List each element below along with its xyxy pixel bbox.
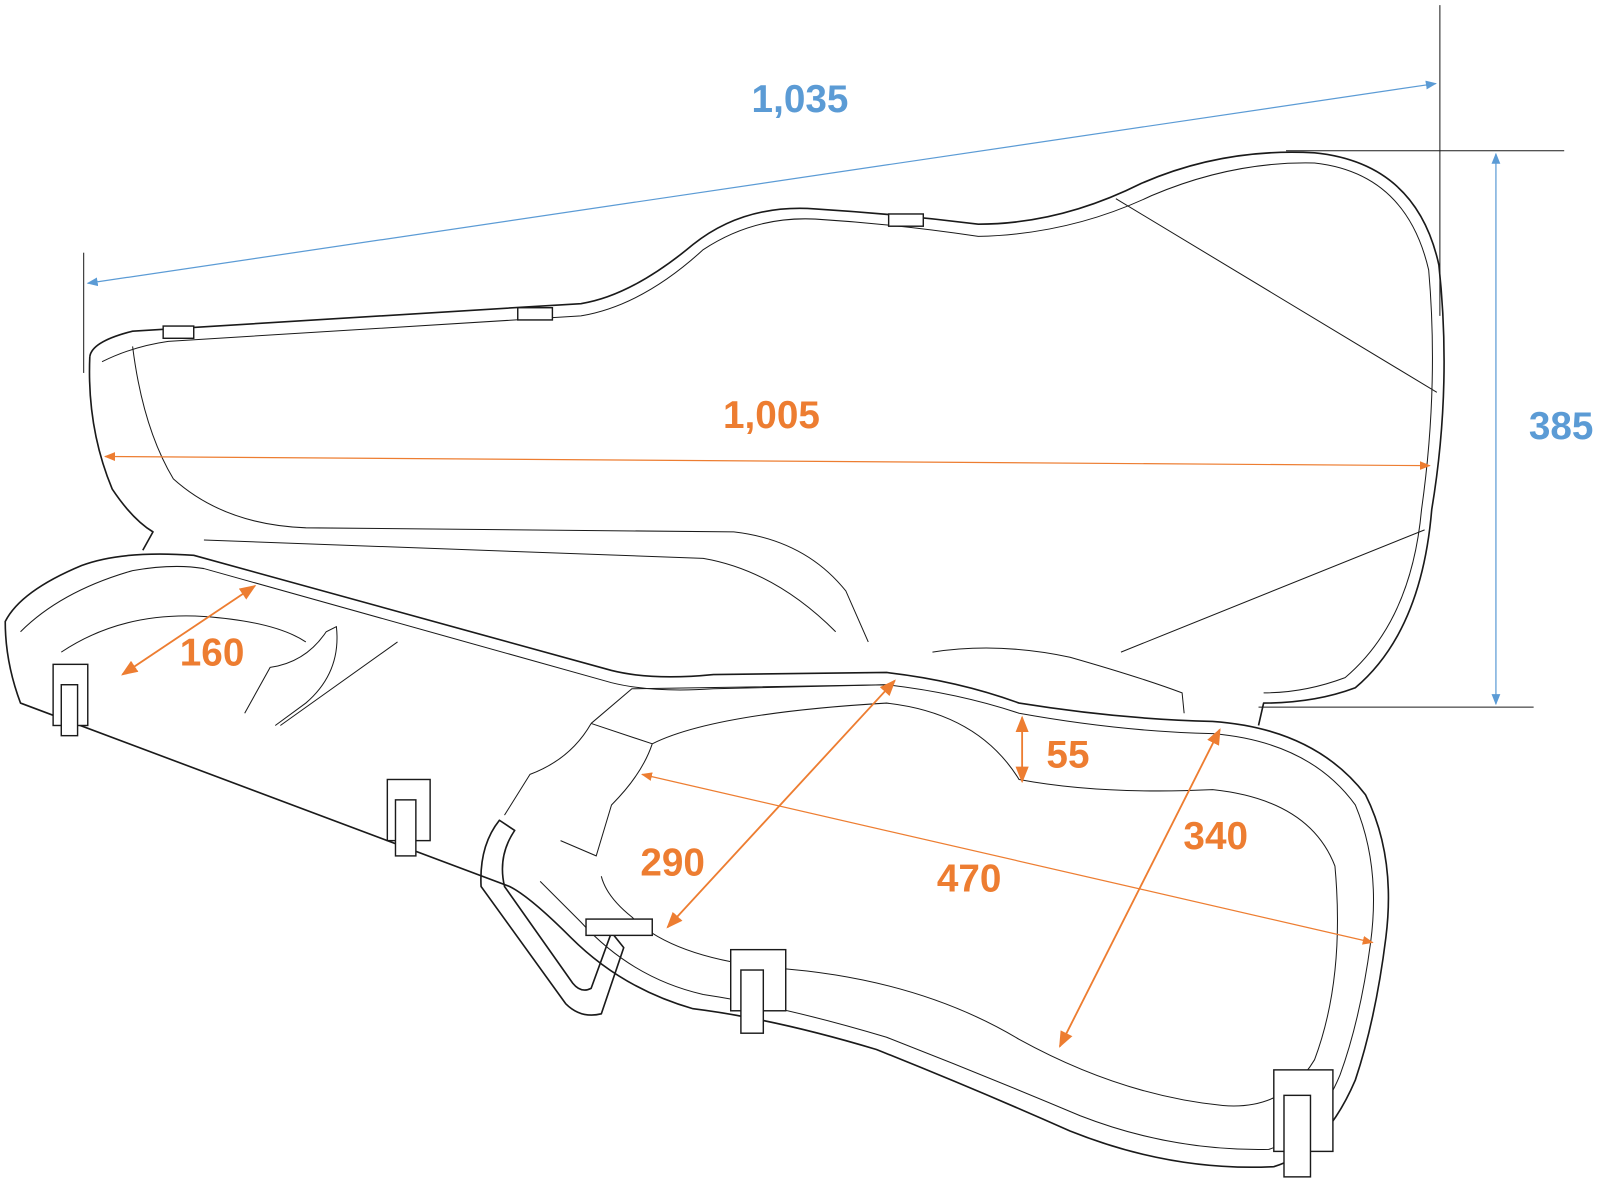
label-body-length: 470 [937,858,1002,901]
dimension-line-upper-bout [666,679,896,929]
label-depth: 55 [1046,733,1089,776]
label-upper-bout: 290 [640,841,705,884]
latch-2-clasp [394,799,417,857]
latch-3-clasp [740,969,765,1034]
dimension-line-lower-bout [1059,728,1221,1048]
latch-4-clasp [1283,1094,1312,1178]
handle[interactable] [480,819,625,1016]
hinge-3 [887,213,925,227]
dimension-line-body-length [640,772,1374,945]
hinge-2 [517,307,554,321]
dimension-line-neck-width [121,584,257,676]
hinge-1 [162,325,195,339]
latches [52,213,1334,1178]
label-lower-bout: 340 [1183,815,1248,858]
label-overall-length: 1,035 [752,78,849,121]
handle-mount [585,918,653,937]
label-neck-width: 160 [180,631,245,674]
label-overall-height: 385 [1529,405,1594,448]
case-lid [88,151,1445,726]
label-interior-length: 1,005 [723,394,820,437]
dimension-line-overall-length [86,80,1437,287]
latch-1-clasp [60,684,79,737]
dimension-line-interior-length [103,452,1431,470]
